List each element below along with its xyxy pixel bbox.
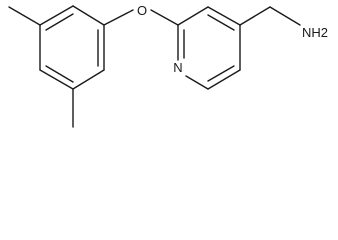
- ring-bond: [207, 6, 241, 26]
- ether-bond-left: [103, 9, 134, 26]
- ring-bond: [72, 69, 105, 90]
- oxygen-atom-label: O: [137, 3, 147, 18]
- ring-bond: [39, 69, 74, 90]
- amine-bond: [269, 6, 301, 26]
- ring-bond: [177, 6, 209, 26]
- ring-bond: [207, 69, 241, 90]
- ring-double-bond: [207, 14, 235, 31]
- methyl-bond-top: [8, 6, 41, 26]
- pyridine-ring: [177, 6, 241, 90]
- ring-bond: [185, 75, 209, 90]
- ring-double-bond: [207, 65, 235, 82]
- methylene-bond: [239, 6, 271, 26]
- nitrogen-atom-label: N: [173, 60, 182, 75]
- ring-double-bond: [45, 13, 74, 31]
- amine-group-label: NH2: [302, 25, 328, 40]
- ring-bond: [39, 5, 74, 26]
- ring-double-bond: [45, 65, 74, 83]
- ring-bond: [72, 5, 105, 26]
- ether-bond-right: [150, 9, 179, 26]
- structure-diagram: O N NH2: [8, 3, 328, 128]
- dimethylphenyl-ring: [39, 5, 105, 90]
